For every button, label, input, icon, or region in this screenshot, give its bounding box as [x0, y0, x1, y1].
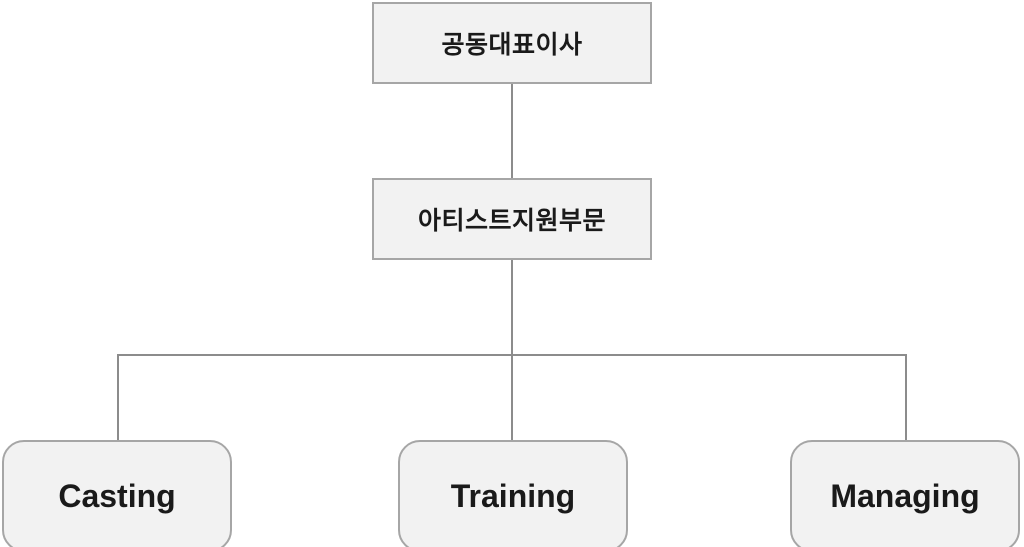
connector-root-to-division — [511, 84, 513, 178]
node-co-ceo: 공동대표이사 — [372, 2, 652, 84]
connector-drop-managing — [905, 354, 907, 440]
node-artist-support-division-label: 아티스트지원부문 — [417, 207, 606, 235]
node-managing-label: Managing — [830, 477, 980, 514]
node-casting-label: Casting — [58, 477, 176, 514]
connector-drop-training — [511, 354, 513, 440]
node-training: Training — [398, 440, 628, 547]
node-artist-support-division: 아티스트지원부문 — [372, 178, 652, 260]
node-co-ceo-label: 공동대표이사 — [441, 31, 583, 59]
node-casting: Casting — [2, 440, 232, 547]
connector-drop-casting — [117, 354, 119, 440]
node-managing: Managing — [790, 440, 1020, 547]
node-training-label: Training — [450, 477, 576, 514]
connector-division-to-bus — [511, 260, 513, 356]
